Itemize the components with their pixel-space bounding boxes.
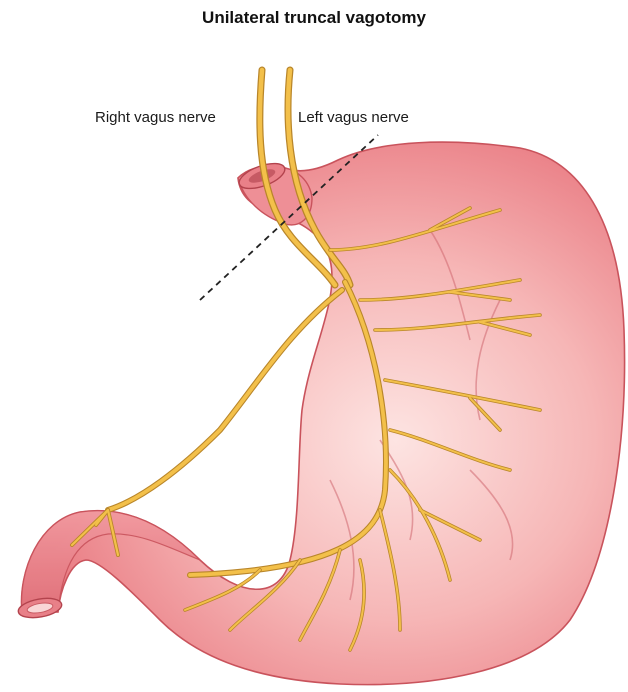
stomach-body xyxy=(22,142,625,684)
